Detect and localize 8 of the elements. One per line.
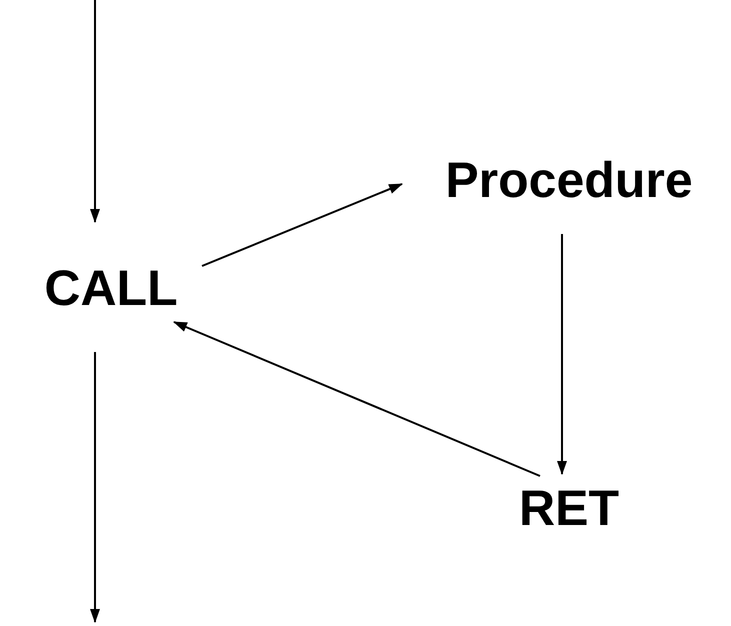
arrow	[90, 0, 100, 223]
arrow	[557, 234, 567, 475]
node-label: CALL	[44, 263, 178, 313]
node-label: RET	[519, 483, 619, 533]
arrow	[90, 352, 100, 623]
arrow	[173, 321, 540, 477]
node-label: Procedure	[445, 155, 693, 205]
arrow	[202, 183, 403, 267]
